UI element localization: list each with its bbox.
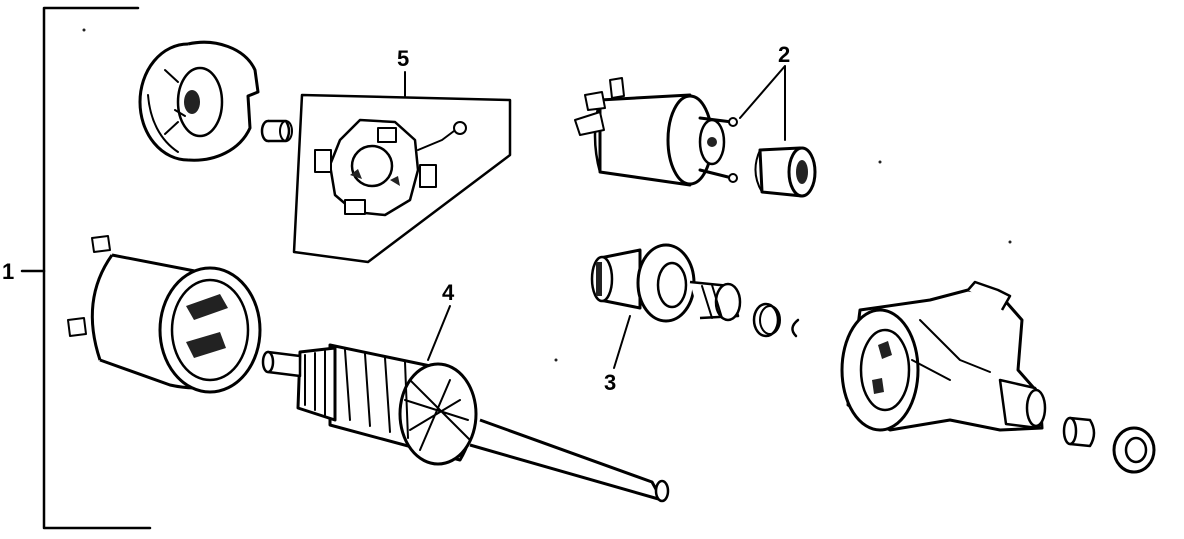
callout-2: 2 (778, 42, 790, 67)
callout-4: 4 (442, 280, 455, 305)
drive-housing-icon (840, 280, 1047, 432)
brush-holder-icon (292, 93, 512, 264)
solenoid-icon (574, 77, 738, 187)
drive-clutch-icon (590, 243, 742, 323)
callout-5: 5 (397, 46, 409, 71)
spring-icon (752, 302, 781, 338)
armature-icon (261, 343, 670, 503)
plunger-icon (754, 146, 817, 198)
callout-1: 1 (2, 259, 14, 284)
clip-icon (791, 318, 800, 338)
assembly-bracket (20, 6, 152, 530)
field-frame-icon (67, 235, 262, 394)
bushing-icon (1062, 416, 1096, 448)
end-cover-icon (138, 40, 260, 162)
washer-icon (1112, 426, 1156, 474)
bushing-icon (260, 119, 293, 143)
callout-3: 3 (604, 370, 616, 395)
